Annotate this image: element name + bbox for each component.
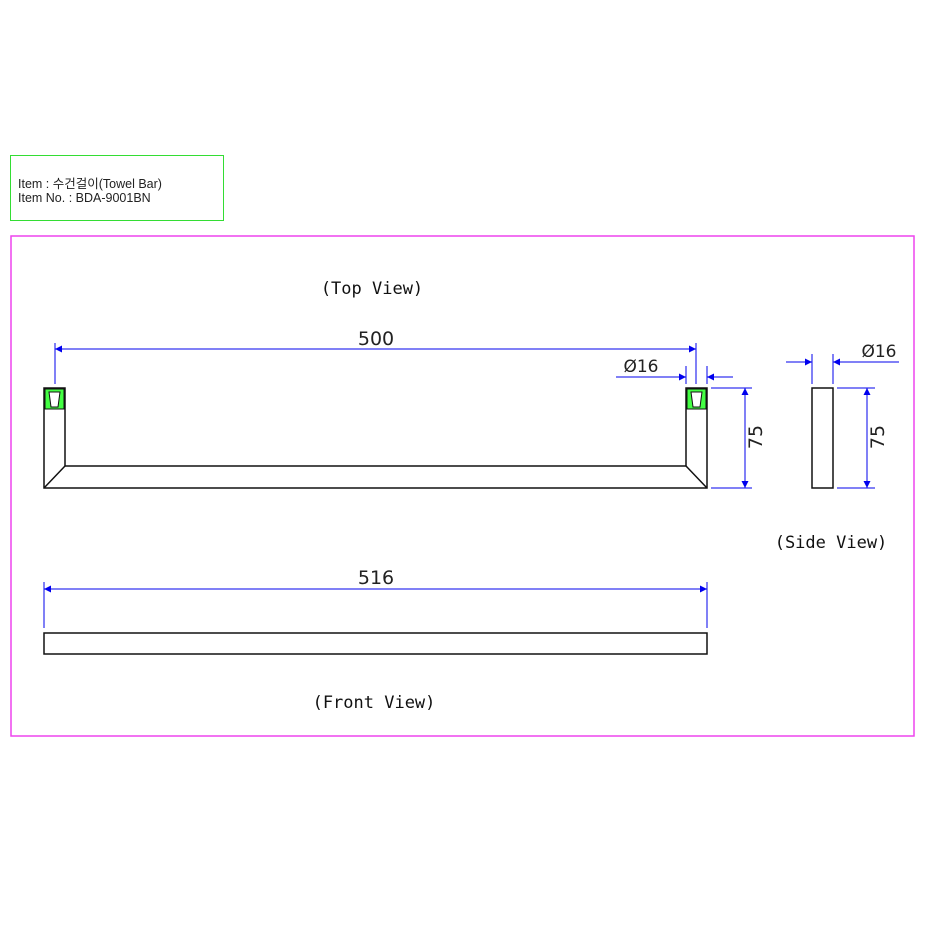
- dim-side-diameter: [786, 354, 899, 384]
- top-view-label: (Top View): [321, 279, 423, 299]
- dim-516-label: 516: [358, 567, 394, 589]
- side-view-label: (Side View): [775, 533, 888, 553]
- dim-side-height-label: 75: [867, 425, 889, 449]
- dim-top-diameter-label: Ø16: [623, 357, 658, 377]
- dim-top-height-label: 75: [745, 425, 767, 449]
- dim-500-label: 500: [358, 328, 394, 350]
- item-number: Item No. : BDA-9001BN: [18, 191, 151, 205]
- side-view-outline: [811, 387, 834, 489]
- front-view-outline: [43, 632, 708, 655]
- front-view-label: (Front View): [313, 693, 436, 713]
- sheet-border: [10, 235, 915, 737]
- title-block: Item : 수건걸이(Towel Bar) Item No. : BDA-90…: [10, 155, 224, 221]
- dim-top-diameter: [616, 366, 733, 384]
- dim-top-height: [711, 387, 752, 489]
- left-mount-icon: [44, 388, 65, 410]
- right-mount-icon: [686, 388, 707, 410]
- dim-516: [43, 582, 708, 628]
- dim-side-diameter-label: Ø16: [861, 342, 896, 362]
- item-name: Item : 수건걸이(Towel Bar): [18, 177, 162, 191]
- dim-500: [54, 343, 697, 384]
- dim-side-height: [837, 387, 875, 489]
- top-view-outline: [43, 387, 708, 489]
